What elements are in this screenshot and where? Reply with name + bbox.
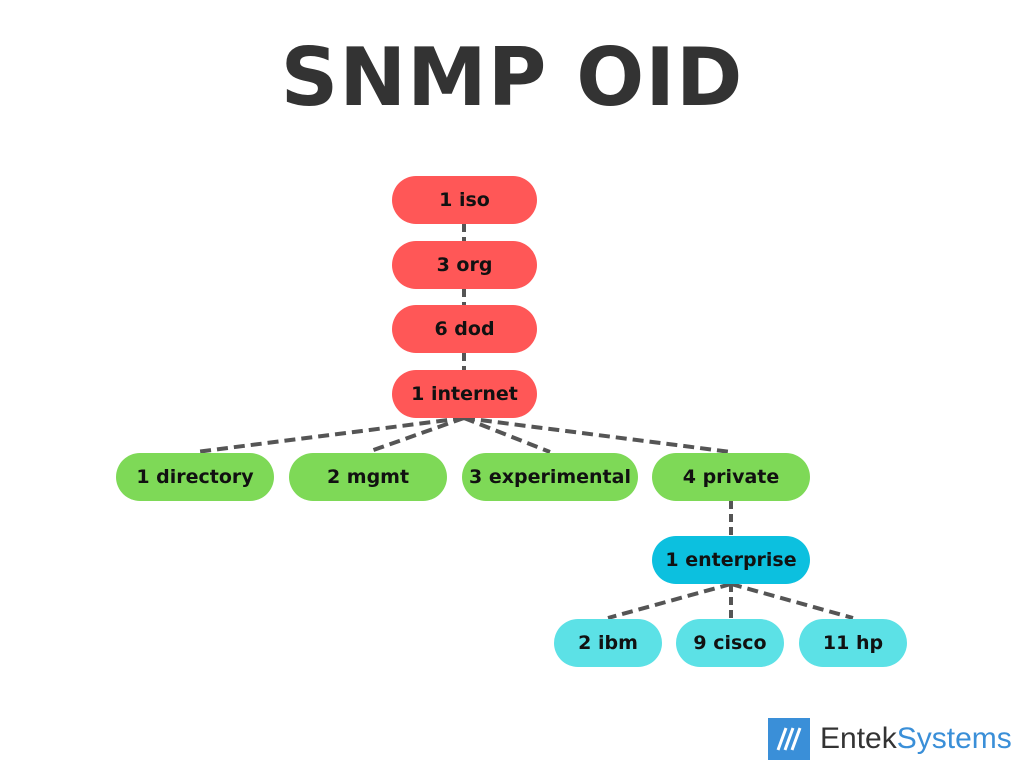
logo-text-systems: Systems [896,722,1012,755]
node-dod: 6 dod [392,305,537,353]
node-ibm: 2 ibm [554,619,662,667]
node-enterprise: 1 enterprise [652,536,810,584]
entek-logo: EntekSystems [768,716,1012,762]
connector-enterprise-hp [730,582,854,620]
connector-internet-private [463,416,732,454]
node-org: 3 org [392,241,537,289]
node-mgmt: 2 mgmt [289,453,447,501]
connector-internet-directory [195,416,465,454]
connector-internet-experimental [463,416,551,454]
connector-enterprise-ibm [607,582,732,620]
node-iso: 1 iso [392,176,537,224]
node-experimental: 3 experimental [462,453,638,501]
logo-text-entek: Entek [820,722,897,755]
connector-internet-mgmt [367,416,465,454]
node-directory: 1 directory [116,453,274,501]
logo-wordmark: EntekSystems [820,722,1012,756]
page-title: SNMP OID [280,31,744,124]
node-hp: 11 hp [799,619,907,667]
slash-stripes-icon [768,718,810,760]
node-internet: 1 internet [392,370,537,418]
node-private: 4 private [652,453,810,501]
node-cisco: 9 cisco [676,619,784,667]
